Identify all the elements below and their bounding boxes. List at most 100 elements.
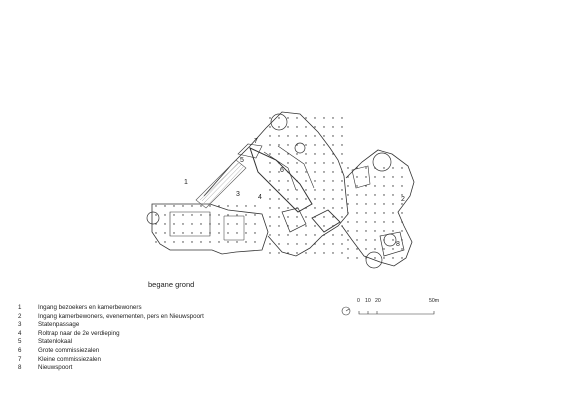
column-dot <box>236 241 238 243</box>
column-dot <box>209 205 211 207</box>
column-dot <box>269 180 271 182</box>
column-dot <box>278 180 280 182</box>
column-dot <box>287 252 289 254</box>
column-dot <box>278 198 280 200</box>
column-dot <box>323 144 325 146</box>
column-dot <box>218 214 220 216</box>
column-dot <box>347 230 349 232</box>
column-dot <box>200 214 202 216</box>
north-arrow-icon <box>341 306 351 316</box>
column-dot <box>245 214 247 216</box>
column-dot <box>392 239 394 241</box>
column-dot <box>374 248 376 250</box>
drawing-title: begane grond <box>148 280 195 289</box>
column-dot <box>173 205 175 207</box>
column-dot <box>305 234 307 236</box>
column-dot <box>287 207 289 209</box>
column-dot <box>332 252 334 254</box>
column-dot <box>323 243 325 245</box>
column-dot <box>383 212 385 214</box>
legend-number: 2 <box>18 312 22 320</box>
column-dot <box>347 203 349 205</box>
column-dot <box>374 221 376 223</box>
column-dot <box>332 216 334 218</box>
column-dot <box>191 241 193 243</box>
column-dot <box>227 241 229 243</box>
column-dot <box>296 252 298 254</box>
column-dot <box>356 248 358 250</box>
column-dot <box>365 230 367 232</box>
column-dot <box>305 126 307 128</box>
column-dot <box>254 232 256 234</box>
column-dot <box>164 223 166 225</box>
legend-text: Ingang bezoekers en kamerbewoners <box>38 304 142 311</box>
column-dot <box>269 243 271 245</box>
column-dot <box>341 180 343 182</box>
column-dot <box>278 144 280 146</box>
column-dot <box>296 207 298 209</box>
column-dot <box>365 257 367 259</box>
column-dot <box>305 117 307 119</box>
column-dot <box>332 225 334 227</box>
column-dot <box>332 162 334 164</box>
column-dot <box>296 135 298 137</box>
column-dot <box>383 230 385 232</box>
column-dot <box>278 234 280 236</box>
column-dot <box>374 194 376 196</box>
column-dot <box>374 185 376 187</box>
column-dot <box>383 185 385 187</box>
column-dot <box>296 225 298 227</box>
plan-label-5: 5 <box>240 157 244 164</box>
column-dot <box>278 126 280 128</box>
column-dot <box>341 153 343 155</box>
column-dot <box>332 189 334 191</box>
column-dot <box>254 205 256 207</box>
plan-label-6: 6 <box>280 167 284 174</box>
column-dot <box>392 248 394 250</box>
column-dot <box>278 135 280 137</box>
column-dot <box>278 252 280 254</box>
column-dot <box>305 144 307 146</box>
column-dot <box>401 248 403 250</box>
column-dot <box>245 241 247 243</box>
column-dot <box>314 252 316 254</box>
legend-text: Nieuwspoort <box>38 364 73 372</box>
column-dot <box>332 234 334 236</box>
column-dot <box>278 153 280 155</box>
column-dot <box>392 203 394 205</box>
column-dot <box>269 171 271 173</box>
column-dot <box>191 223 193 225</box>
column-dot <box>383 248 385 250</box>
column-dot <box>218 223 220 225</box>
column-dot <box>356 239 358 241</box>
column-dot <box>356 185 358 187</box>
scale-label-50m: 50m <box>429 298 440 304</box>
column-dot <box>173 223 175 225</box>
column-dot <box>383 194 385 196</box>
column-dot <box>365 194 367 196</box>
column-dot <box>305 162 307 164</box>
column-dot <box>269 189 271 191</box>
column-dot <box>173 241 175 243</box>
column-dot <box>305 252 307 254</box>
column-dot <box>332 180 334 182</box>
column-dot <box>347 248 349 250</box>
column-dot <box>269 225 271 227</box>
column-dot <box>332 171 334 173</box>
column-dot <box>296 126 298 128</box>
column-dot <box>341 135 343 137</box>
column-dot <box>209 214 211 216</box>
legend-text: Statenpassage <box>38 321 80 329</box>
column-dot <box>155 223 157 225</box>
column-dot <box>278 225 280 227</box>
column-dot <box>182 241 184 243</box>
column-dot <box>191 205 193 207</box>
column-dot <box>296 180 298 182</box>
column-dot <box>287 117 289 119</box>
